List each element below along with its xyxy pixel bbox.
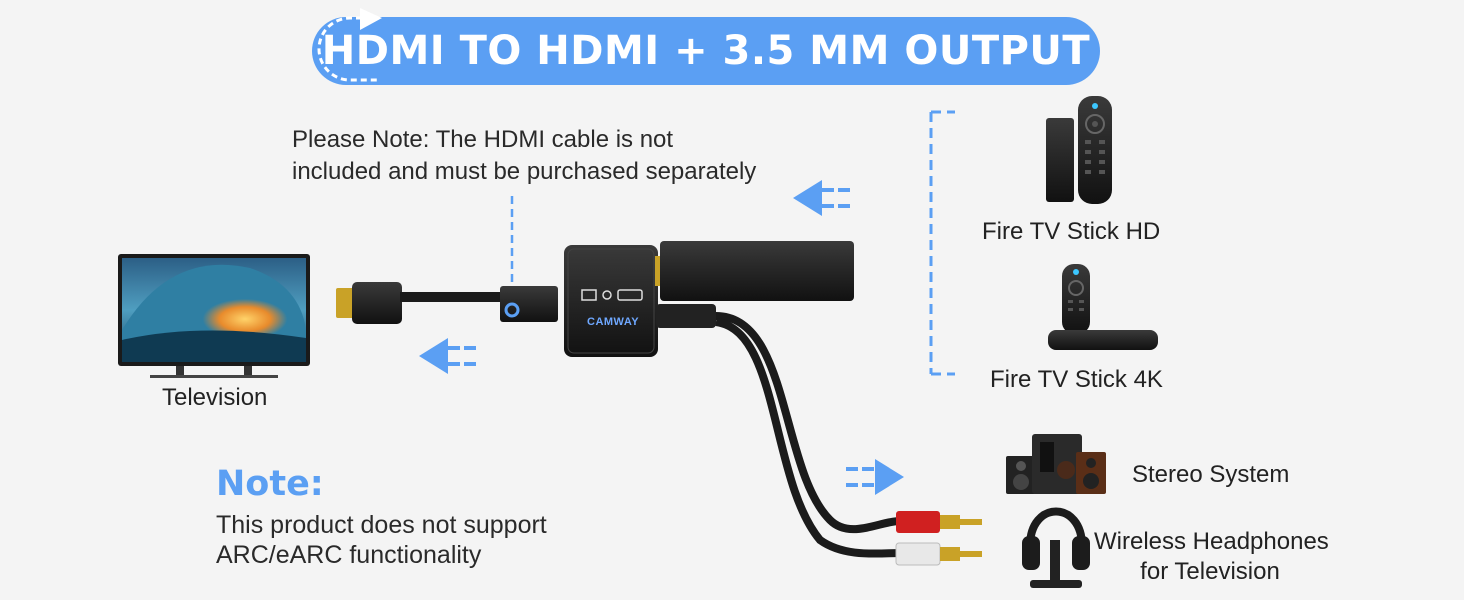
note-body: This product does not support ARC/eARC f…: [216, 510, 547, 570]
label-fire-tv-4k: Fire TV Stick 4K: [990, 366, 1163, 393]
stereo-system-illustration: [1006, 434, 1106, 494]
label-television: Television: [162, 384, 268, 411]
note-line2: ARC/eARC functionality: [216, 541, 482, 569]
note-heading: Note:: [216, 464, 324, 504]
label-stereo: Stereo System: [1132, 461, 1290, 488]
television-illustration: [118, 254, 310, 378]
u-turn-arrow-icon: [317, 8, 382, 82]
fire-tv-stick-4k-illustration: [1048, 264, 1158, 350]
hdmi-cable: [336, 282, 558, 324]
left-arrow-icon: [793, 180, 852, 216]
headphones-illustration: [1022, 507, 1090, 588]
cable-note-line1: Please Note: The HDMI cable is not: [292, 126, 674, 153]
cable-note: Please Note: The HDMI cable is not inclu…: [292, 124, 756, 188]
cable-note-line2: included and must be purchased separatel…: [292, 158, 757, 185]
audio-cable: [656, 304, 982, 566]
label-headphones-line2: for Television: [1140, 558, 1280, 585]
label-headphones: Wireless Headphones for Television: [1094, 527, 1329, 587]
note-line1: This product does not support: [216, 511, 547, 539]
fire-stick-dongle: [660, 241, 854, 301]
adapter-brand: CAMWAY: [587, 316, 640, 328]
label-fire-tv-hd: Fire TV Stick HD: [982, 218, 1161, 245]
camway-adapter: [564, 245, 663, 357]
bracket-line: [929, 110, 955, 376]
fire-tv-stick-hd-illustration: [1046, 96, 1112, 204]
banner-title: HDMI TO HDMI + 3.5 MM OUTPUT: [321, 28, 1091, 74]
label-headphones-line1: Wireless Headphones: [1094, 528, 1329, 555]
left-arrow-icon: [419, 338, 478, 374]
title-banner: HDMI TO HDMI + 3.5 MM OUTPUT: [312, 17, 1100, 85]
product-note: Note: This product does not support ARC/…: [216, 464, 547, 570]
right-arrow-icon: [846, 459, 904, 495]
